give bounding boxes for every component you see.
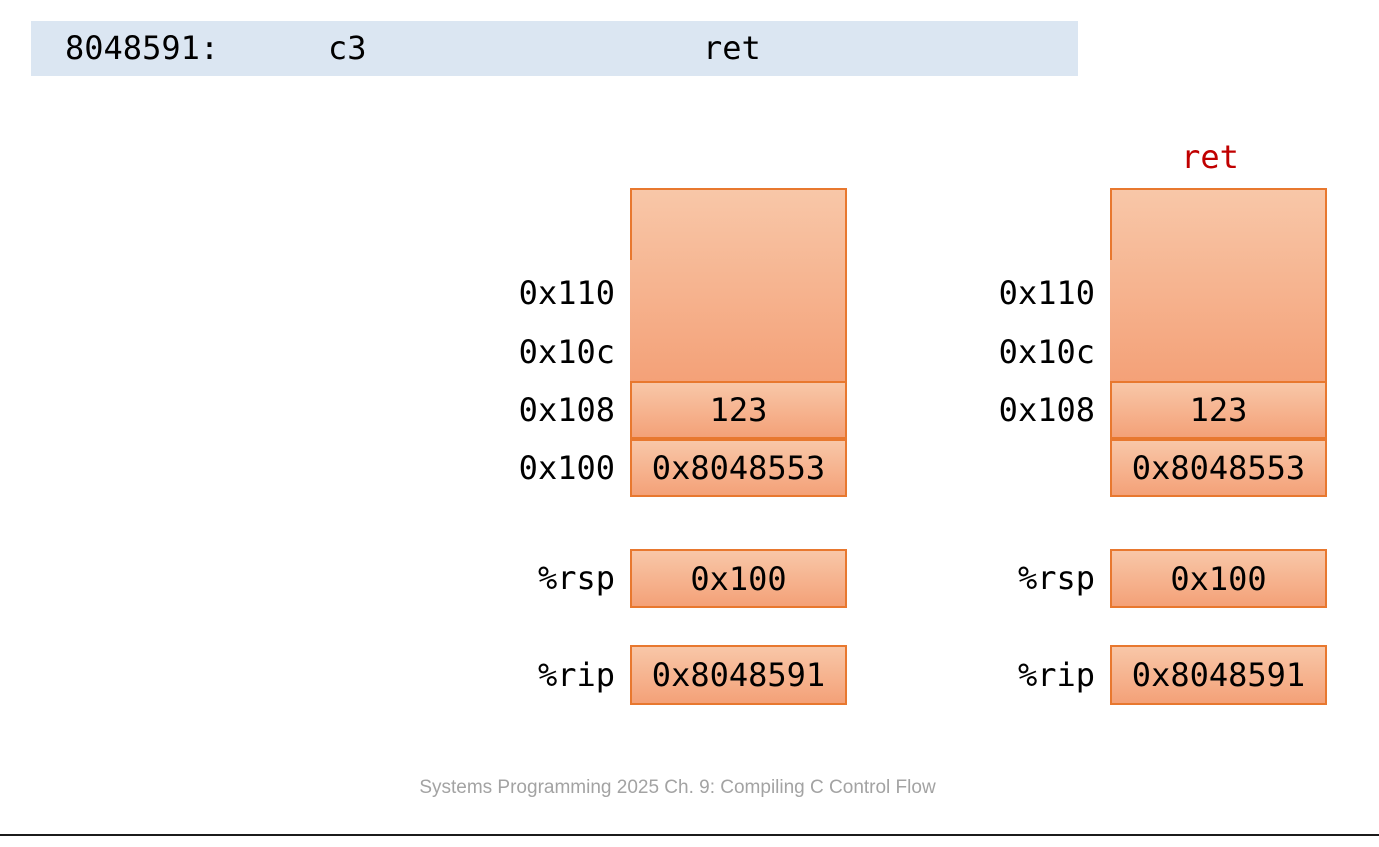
- register-value-box: 0x100: [1110, 549, 1327, 608]
- register-label: %rip: [1017, 656, 1095, 694]
- register-label: %rsp: [537, 559, 615, 597]
- assembly-instruction-bar: 8048591: c3 ret: [31, 21, 1078, 76]
- instruction-bytes: c3: [328, 29, 367, 67]
- address-label: 0x100: [518, 449, 615, 487]
- address-label: 0x108: [518, 391, 615, 429]
- instruction-mnemonic: ret: [703, 29, 761, 67]
- instruction-address: 8048591:: [65, 29, 220, 67]
- footer-caption: Systems Programming 2025 Ch. 9: Compilin…: [419, 777, 936, 798]
- register-value-box: 0x8048591: [630, 645, 847, 705]
- register-value-box: 0x8048591: [1110, 645, 1327, 705]
- stack-open-region: [1110, 188, 1327, 381]
- instruction-annotation: [622, 138, 838, 174]
- address-label: 0x108: [998, 391, 1095, 429]
- register-label: %rsp: [1017, 559, 1095, 597]
- stack-cell: 123: [1110, 381, 1327, 439]
- address-label: 0x10c: [518, 333, 615, 371]
- instruction-annotation: ret: [1181, 138, 1239, 176]
- address-label: [930, 439, 1095, 497]
- stack-cell: 123: [630, 381, 847, 439]
- address-label: 0x110: [998, 274, 1095, 312]
- register-label: %rip: [537, 656, 615, 694]
- register-value-box: 0x100: [630, 549, 847, 608]
- stack-open-region: [630, 188, 847, 381]
- bottom-divider: [0, 834, 1379, 836]
- stack-cell: 0x8048553: [630, 439, 847, 497]
- stack-cell: 0x8048553: [1110, 439, 1327, 497]
- address-label: 0x110: [518, 274, 615, 312]
- stack-diagram-before: 0x110 0x10c 0x108 0x100 123 0x8048553 %r…: [450, 0, 860, 740]
- address-label: 0x10c: [998, 333, 1095, 371]
- stack-diagram-after: ret 0x110 0x10c 0x108 123 0x8048553 %rsp…: [930, 0, 1340, 740]
